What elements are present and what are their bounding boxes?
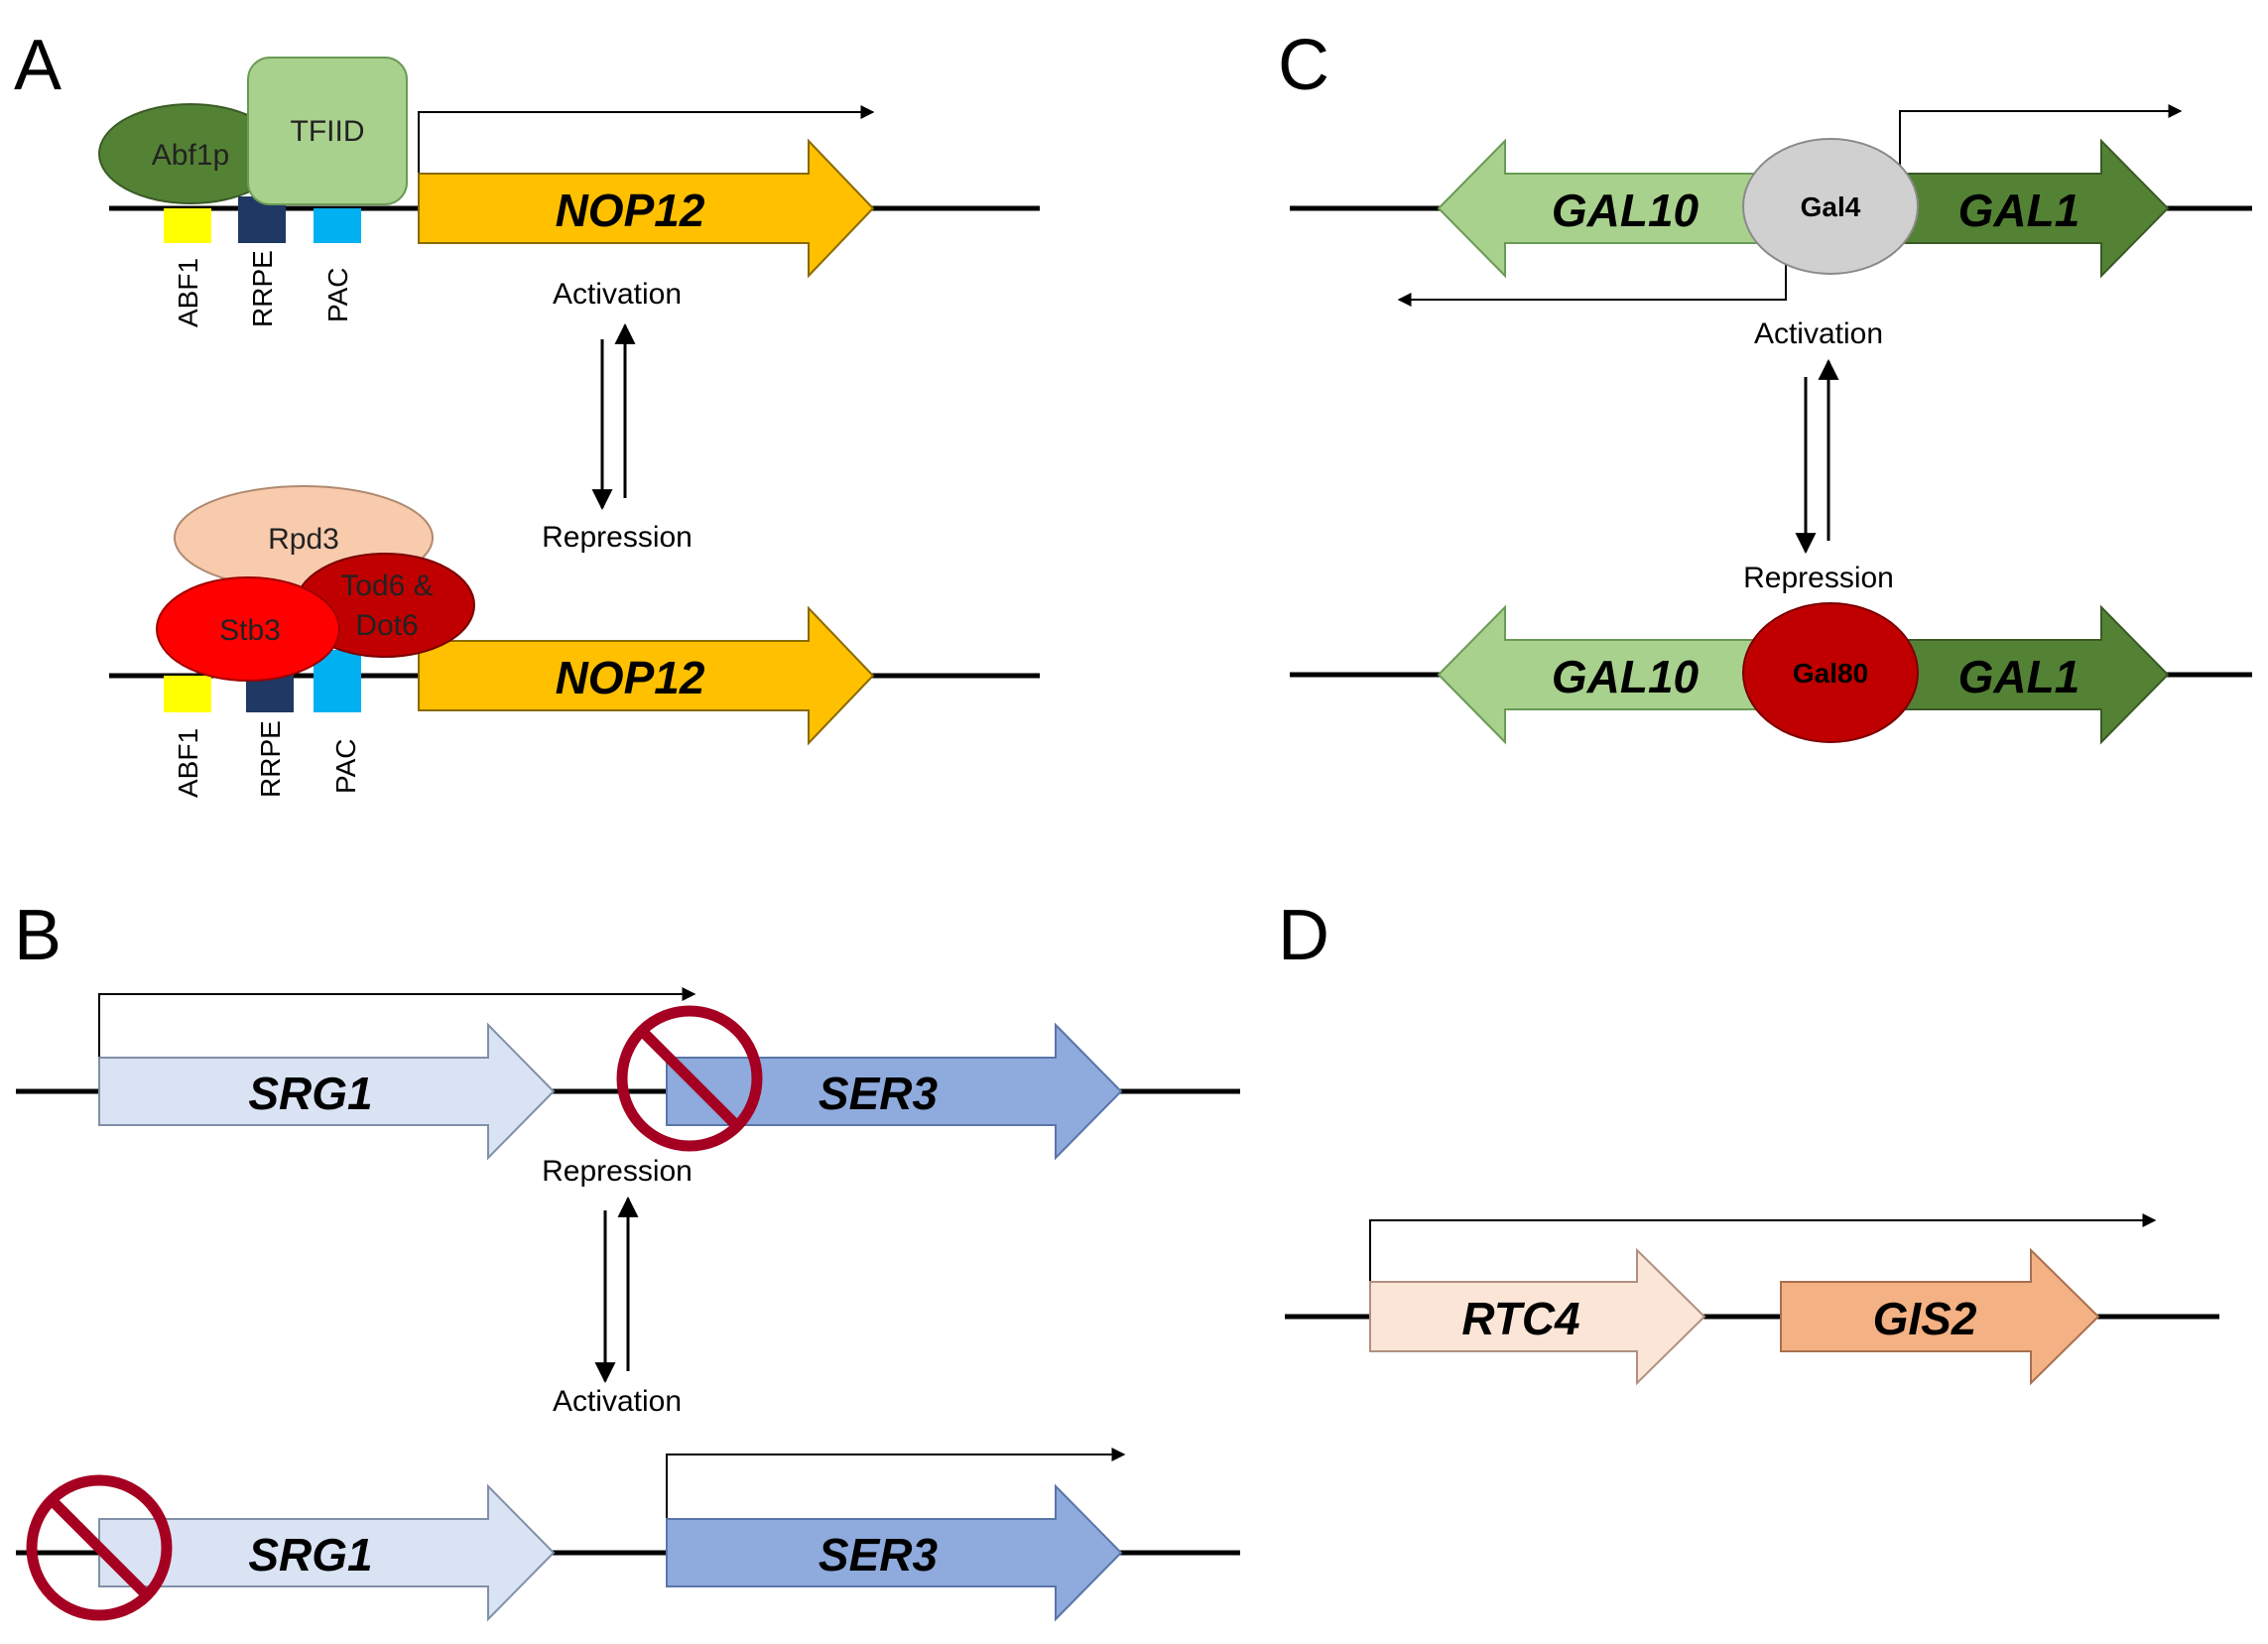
abf1-site [164,208,211,243]
repression-label: Repression [542,1155,693,1188]
repression-label: Repression [542,521,693,554]
panel-b-label: B [14,896,62,975]
gal10-transcript-arrow [1397,258,1787,307]
rtc4-gene-label: RTC4 [1461,1293,1579,1344]
repression-label: Repression [1743,562,1894,594]
prohibition-icon [616,1005,763,1152]
nop12-gene-arrow [418,605,875,746]
pac-site-label: PAC [322,268,353,323]
pac-site [314,208,361,243]
rtc4-gis2-construct: RTC4 GIS2 [1285,1213,2219,1386]
gal1-gene-label: GAL1 [1958,185,2080,236]
transcript-arrow [418,105,875,174]
ser3-gene-label: SER3 [819,1068,939,1119]
activation-label: Activation [1754,317,1883,350]
pac-site-label: PAC [330,739,361,795]
dot6-label: Dot6 [355,609,418,642]
tfiid-protein [247,57,408,205]
nop12-gene-label: NOP12 [556,185,705,236]
tod6-label: Tod6 & [340,569,433,602]
srg1-gene-arrow [98,1022,556,1161]
rtc4-gene-arrow [1369,1247,1706,1386]
srg1-gene-arrow [98,1483,556,1622]
gal80-label: Gal80 [1793,658,1868,689]
tfiid-label: TFIID [291,115,365,148]
nop12-repressed-construct: NOP12 ABF1 RRPE PAC Rpd3 Tod6 & Dot6 Stb… [109,485,1040,798]
stb3-protein [156,576,340,682]
gal10-gene-arrow [1437,138,1767,279]
gis2-gene-label: GIS2 [1873,1293,1977,1344]
srg1-active-construct: SRG1 SER3 [16,987,1240,1161]
abf1-site [164,676,211,712]
transcript-arrow [1369,1213,2157,1282]
transcript-arrow [98,987,696,1058]
gis2-gene-arrow [1780,1247,2100,1386]
srg1-gene-label: SRG1 [248,1529,372,1581]
panel-c-label: C [1278,26,1329,105]
gal1-gene-arrow [1889,604,2170,745]
panel-b: B SRG1 SER3 Repression Activation SRG1 S… [14,896,1240,1622]
ser3-gene-arrow [666,1483,1123,1622]
rrpe-site-label: RRPE [247,250,278,327]
rpd3-label: Rpd3 [268,523,339,556]
gal1-gene-label: GAL1 [1958,651,2080,702]
nop12-active-construct: NOP12 ABF1 RRPE PAC Abf1p TFIID [98,57,1040,327]
srg1-gene-label: SRG1 [248,1068,372,1119]
rrpe-site-label: RRPE [255,720,286,798]
gal10-gene-label: GAL10 [1552,185,1700,236]
gal10-gene-label: GAL10 [1552,651,1700,702]
gal10-gene-arrow [1437,604,1767,745]
panel-d: D RTC4 GIS2 [1278,896,2219,1386]
panel-d-label: D [1278,896,1329,975]
abf1-site-label: ABF1 [173,258,203,327]
abf1p-label: Abf1p [152,139,229,172]
activation-label: Activation [553,1385,682,1418]
ser3-active-construct: SRG1 SER3 [16,1448,1240,1622]
panel-c: C GAL10 GAL1 Gal4 Activation Repression … [1278,26,2252,745]
nop12-gene-label: NOP12 [556,652,705,703]
prohibition-icon [26,1474,173,1621]
panel-a: A NOP12 ABF1 RRPE PAC Abf1p TFIID Activa… [14,26,1040,798]
gal1-transcript-arrow [1899,104,2183,169]
gal1-gene-arrow [1889,138,2170,279]
gal-repressed-construct: GAL10 GAL1 Gal80 [1290,602,2252,745]
stb3-label: Stb3 [219,614,281,647]
abf1-site-label: ABF1 [173,728,203,798]
nop12-gene-arrow [418,138,875,279]
gal-active-construct: GAL10 GAL1 Gal4 [1290,104,2252,307]
gal4-label: Gal4 [1801,191,1861,222]
activation-label: Activation [553,278,682,311]
panel-a-label: A [14,26,62,105]
transcript-arrow [666,1448,1126,1519]
gal4-protein [1742,138,1919,275]
gal80-protein [1742,602,1919,743]
ser3-gene-label: SER3 [819,1529,939,1581]
